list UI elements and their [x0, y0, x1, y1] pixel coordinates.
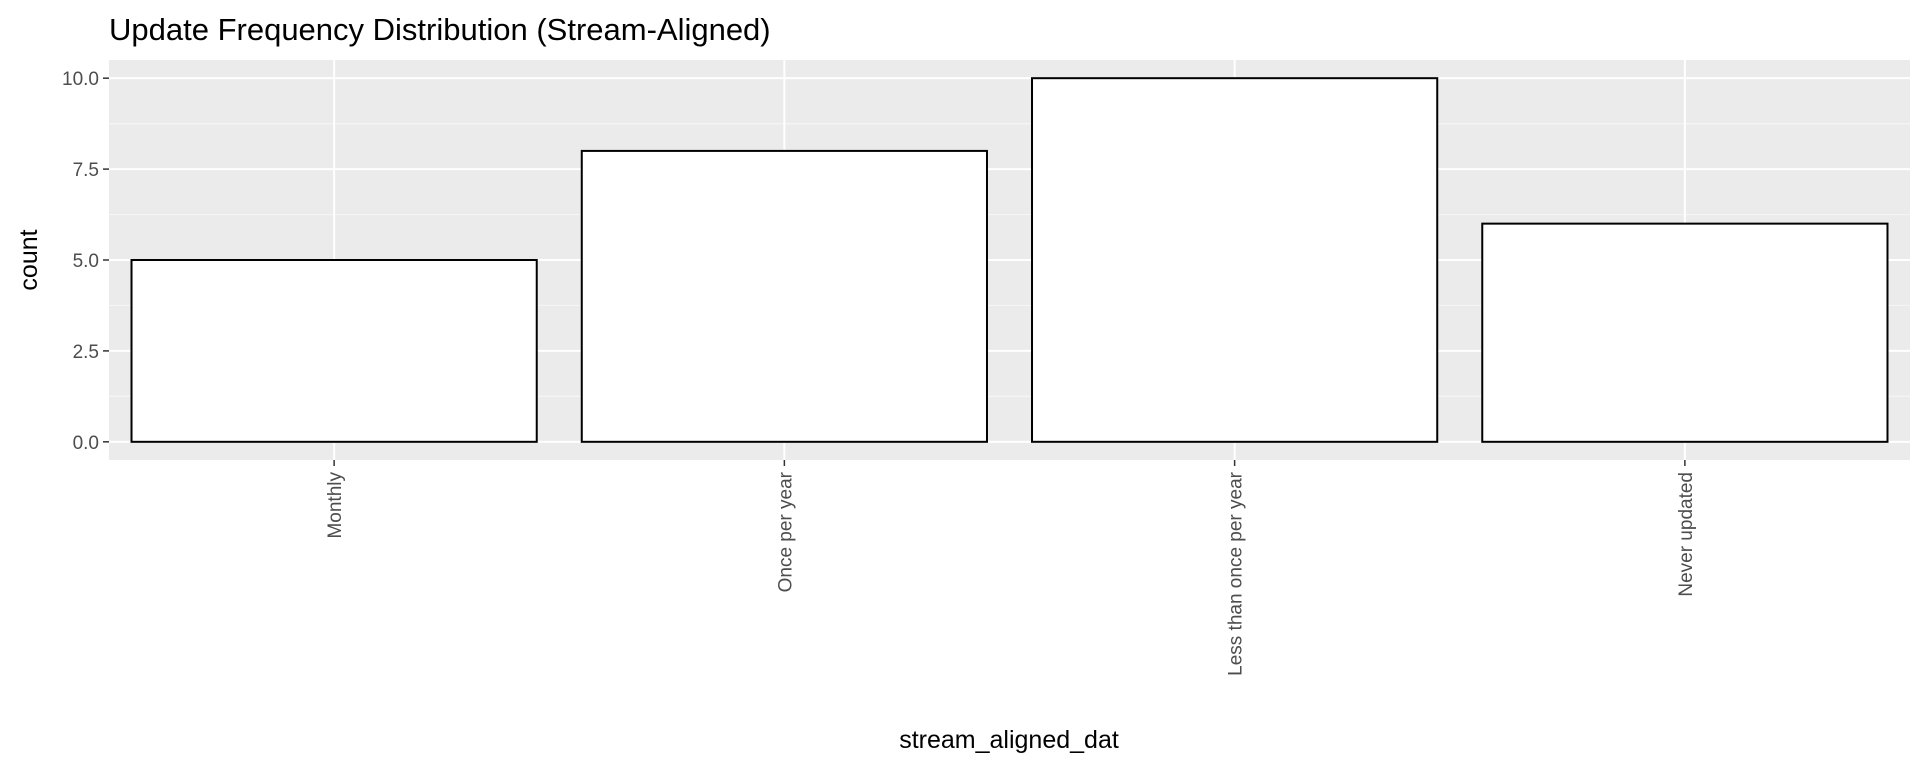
x-tick-label: Monthly — [325, 472, 346, 539]
y-axis-title: count — [15, 229, 43, 290]
chart-title: Update Frequency Distribution (Stream-Al… — [109, 12, 771, 47]
x-axis: Monthly Once per year Less than once per y… — [325, 460, 1697, 676]
y-tick-label: 2.5 — [73, 342, 99, 363]
bar-never-updated — [1481, 222, 1889, 443]
x-tick-label: Never updated — [1676, 472, 1697, 597]
bars — [130, 77, 1889, 443]
bar-less-than-once-per-year — [1031, 77, 1439, 443]
bar-monthly — [130, 259, 538, 443]
y-tick-label: 7.5 — [73, 160, 99, 181]
y-axis: 0.0 2.5 5.0 7.5 10.0 — [62, 69, 109, 454]
x-tick-label: Less than once per year — [1226, 471, 1247, 676]
y-tick-label: 5.0 — [73, 251, 99, 272]
x-tick-label: Once per year — [775, 471, 796, 592]
bar-once-per-year — [580, 149, 988, 443]
y-tick-label: 10.0 — [62, 69, 99, 90]
x-axis-title: stream_aligned_dat — [899, 726, 1119, 754]
y-tick-label: 0.0 — [73, 433, 99, 454]
